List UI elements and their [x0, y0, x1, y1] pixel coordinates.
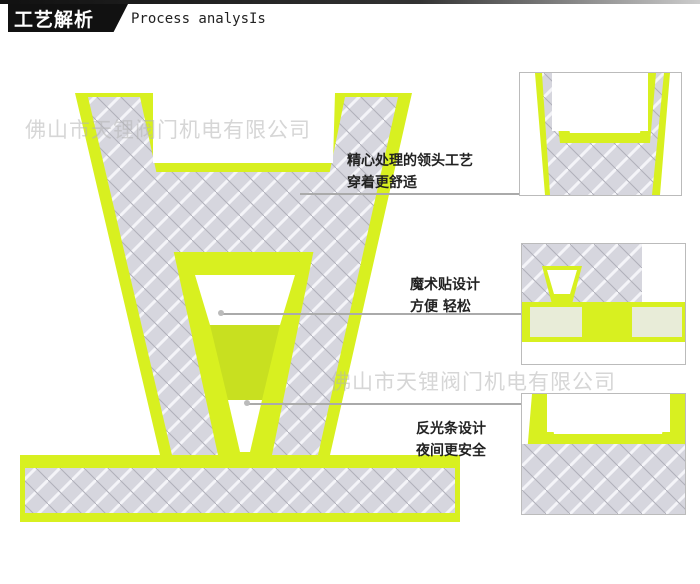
detail-image-collar	[519, 72, 682, 196]
callout-text: 魔术贴设计	[410, 277, 480, 293]
callout-text: 穿着更舒适	[347, 175, 417, 191]
header-title: 工艺解析	[14, 9, 95, 31]
watermark: 佛山市天锂阀门机电有限公司	[330, 370, 616, 394]
callout-text: 精心处理的领头工艺	[347, 153, 473, 169]
callout-dot	[218, 310, 224, 316]
header-title-bg	[8, 4, 128, 32]
callout-velcro: 魔术贴设计方便 轻松	[410, 274, 480, 318]
callout-text: 方便 轻松	[410, 299, 471, 315]
callout-text: 夜间更安全	[416, 443, 486, 459]
bottom-band-reflective	[25, 468, 455, 513]
collar-reflective	[140, 172, 345, 252]
header-rule	[0, 0, 700, 4]
detail-image-velcro	[521, 243, 686, 365]
left-strap-reflective	[88, 97, 218, 455]
callout-line-reflective	[248, 403, 522, 405]
callout-reflective: 反光条设计夜间更安全	[416, 418, 486, 462]
detail-image-reflective	[521, 393, 686, 515]
watermark: 佛山市天锂阀门机电有限公司	[25, 118, 311, 142]
callout-line-collar	[300, 193, 520, 195]
callout-dot	[244, 400, 250, 406]
callout-text: 反光条设计	[416, 421, 486, 437]
callout-line-velcro	[222, 313, 522, 315]
right-strap-reflective	[272, 97, 398, 455]
header-subtitle: Process analysIs	[131, 11, 266, 27]
callout-collar: 精心处理的领头工艺穿着更舒适	[347, 150, 473, 194]
